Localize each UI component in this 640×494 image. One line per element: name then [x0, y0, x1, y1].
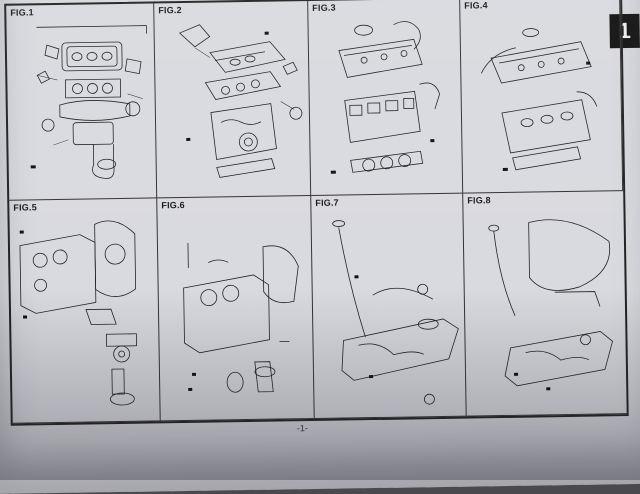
- short-block-oil-pump-illustration: [9, 198, 160, 423]
- valve-cover-cylinder-head-illustration: [308, 0, 463, 196]
- page-number: -1-: [297, 423, 308, 433]
- figure-4-panel: FIG.4: [460, 0, 623, 194]
- figure-8-panel: FIG.8: [463, 191, 626, 416]
- engine-overhaul-kit-illustration: [6, 3, 157, 200]
- figure-3-panel: FIG.3: [308, 0, 463, 196]
- figure-6-panel: FIG.6: [157, 196, 314, 421]
- oil-pan-strainer-illustration: [463, 191, 626, 416]
- oil-pan-dipstick-illustration: [311, 194, 466, 419]
- figure-5-panel: FIG.5: [9, 198, 160, 423]
- figure-2-panel: FIG.2: [154, 1, 311, 198]
- figure-grid: FIG.1: [4, 0, 629, 426]
- cylinder-head-gasket-set-illustration: [154, 1, 311, 198]
- figure-1-panel: FIG.1: [6, 3, 157, 200]
- figure-7-panel: FIG.7: [311, 194, 466, 419]
- dohc-head-gasket-set-illustration: [460, 0, 623, 194]
- cylinder-block-oil-filter-illustration: [157, 196, 314, 421]
